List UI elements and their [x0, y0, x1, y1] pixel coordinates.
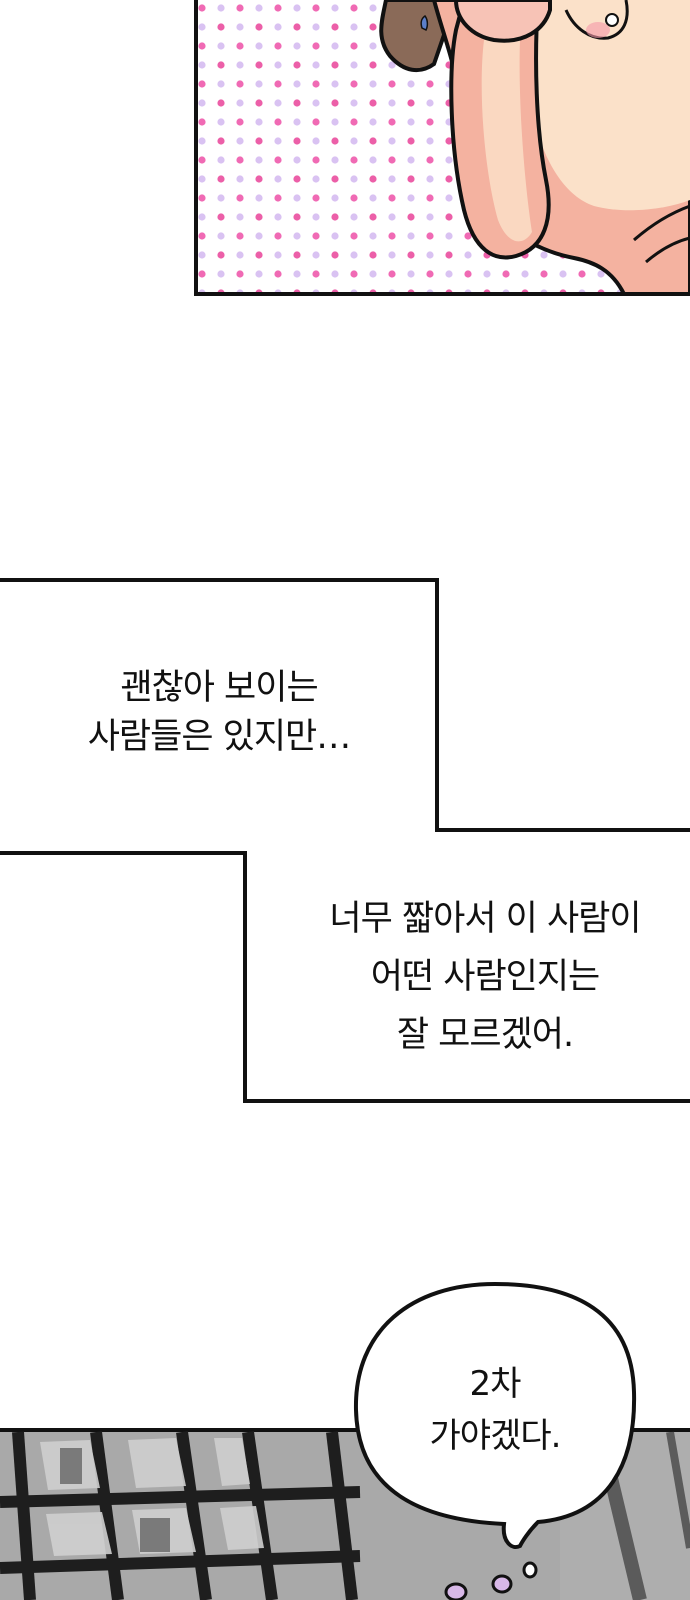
speech-bubble: 2차 가야겠다.: [382, 1358, 608, 1462]
caption-1-line-1: 괜찮아 보이는: [120, 668, 318, 708]
caption-box-2-frame: [0, 851, 690, 1103]
caption-box-1: 괜찮아 보이는 사람들은 있지만…: [54, 664, 384, 762]
caption-1-line-2: 사람들은 있지만…: [87, 717, 352, 757]
caption-2-line-2: 어떤 사람인지는: [370, 957, 601, 997]
caption-2-line-3: 잘 모르겠어.: [396, 1015, 574, 1055]
speech-bubble-line-2: 가야겠다.: [429, 1416, 562, 1456]
caption-box-2: 너무 짧아서 이 사람이 어떤 사람인지는 잘 모르겠어.: [300, 890, 670, 1064]
character-hand-highlight: [481, 40, 532, 242]
thought-bubble-dot: [522, 1561, 538, 1579]
thought-bubble-dot: [444, 1582, 468, 1600]
top-panel: [194, 0, 690, 297]
character-cheek: [524, 0, 690, 211]
thought-bubble-dot: [491, 1574, 513, 1594]
top-panel-art: [194, 0, 690, 296]
speech-bubble-shape: [353, 1281, 637, 1600]
speech-bubble-line-1: 2차: [469, 1364, 522, 1404]
caption-box-1-frame: [0, 578, 690, 832]
sweat-drop-icon: [420, 14, 429, 32]
caption-2-line-1: 너무 짧아서 이 사람이: [329, 899, 641, 939]
